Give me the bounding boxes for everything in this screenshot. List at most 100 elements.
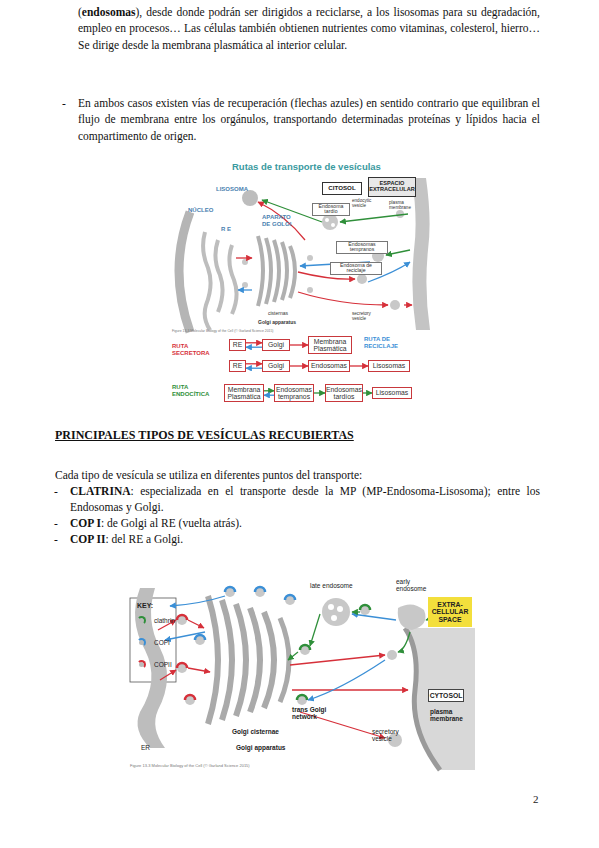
- figure-label: R E: [221, 226, 231, 233]
- section-heading: PRINCIPALES TIPOS DE VESÍCULAS RECUBIERT…: [55, 429, 354, 443]
- box-text: Endosomas tempranos: [275, 386, 313, 400]
- flow-arrow: [314, 392, 325, 393]
- flow-arrow: [246, 347, 262, 348]
- figure-label: Figure 13-3 Molecular Biology of the Cel…: [130, 764, 250, 769]
- flow-arrow: [363, 392, 372, 393]
- process-box: Endosomas tempranos: [274, 384, 314, 402]
- body-text: Cada tipo de vesícula se utiliza en dife…: [55, 469, 362, 481]
- process-box: RE: [229, 360, 246, 372]
- flow-arrow: [264, 395, 274, 396]
- box-text: Golgi: [268, 341, 284, 348]
- bold-term: CLATRINA: [70, 485, 131, 497]
- bullet-paragraph: -COP I: de Golgi al RE (vuelta atrás).: [70, 515, 540, 531]
- process-box: Lisosomas: [372, 387, 412, 399]
- process-box: CYTOSOL: [428, 689, 464, 702]
- process-box: Membrana Plasmática: [308, 336, 352, 354]
- figure-label: RUTA SECRETORA: [172, 343, 212, 357]
- figure-label: ER: [141, 744, 150, 751]
- figure-label: APARATO DE GOLGI: [262, 214, 298, 228]
- body-text: ), desde donde podrán ser dirigidos a re…: [78, 6, 540, 51]
- process-box: Endosoma de reciclaje: [330, 262, 382, 275]
- figure-label: Golgi apparatus: [236, 744, 285, 751]
- figure-label: Golgi apparatus: [258, 320, 296, 326]
- process-box: Endosoma tardío: [312, 203, 350, 216]
- figure-label: LISOSOMA: [216, 186, 248, 193]
- box-text: Endosomas tempranos: [337, 242, 387, 253]
- flow-arrow: [246, 368, 262, 369]
- box-text: CYTOSOL: [430, 692, 463, 699]
- figure-label: RUTA DE RECICLAJE: [364, 336, 404, 350]
- box-text: RE: [233, 362, 242, 369]
- figure-label: secretory vesicle: [372, 728, 404, 743]
- figure-label: early endosome: [396, 578, 428, 593]
- box-text: RE: [233, 341, 242, 348]
- legend-swatch: [137, 616, 146, 625]
- bullet-dash: -: [54, 515, 58, 531]
- legend-swatch: [137, 638, 146, 647]
- figure-label: trans Golgi network: [292, 706, 332, 721]
- bullet-paragraph: -COP II: del RE a Golgi.: [70, 531, 540, 547]
- flow-arrow: [290, 365, 308, 366]
- box-text: Membrana Plasmática: [309, 338, 351, 352]
- box-text: Endosoma tardío: [313, 204, 349, 215]
- legend-swatch: [137, 660, 146, 669]
- box-text: CITOSOL: [328, 185, 355, 192]
- box-text: Endosomas: [311, 362, 347, 369]
- figure-label: endocytic vesicle: [352, 198, 378, 209]
- flow-arrow: [290, 344, 308, 345]
- bullet-paragraph: -En ambos casos existen vías de recupera…: [78, 95, 540, 144]
- legend-text: COPI: [154, 639, 170, 646]
- flow-arrow: [246, 363, 262, 364]
- body-text: : del RE a Golgi.: [105, 533, 183, 545]
- figure-label: cisternas: [268, 311, 288, 317]
- process-box: Lisosomas: [368, 360, 410, 372]
- figure-title: Rutas de transporte de vesículas: [232, 162, 381, 173]
- process-box: ESPACIO EXTRACELULAR: [368, 177, 416, 197]
- body-text: En ambos casos existen vías de recuperac…: [78, 97, 540, 142]
- legend-text: clathrin: [154, 617, 175, 624]
- process-box: Endosomas tempranos: [336, 241, 388, 254]
- bold-term: COP II: [70, 533, 105, 545]
- process-box: Endosomas tardíos: [325, 384, 363, 402]
- figure-label: KEY:: [137, 602, 153, 610]
- figure-label: secretory vesicle: [352, 311, 380, 322]
- body-text: : especializada en el transporte desde l…: [70, 485, 540, 513]
- process-box: Golgi: [262, 339, 290, 351]
- bullet-dash: -: [62, 95, 66, 111]
- box-text: Endosoma de reciclaje: [331, 263, 381, 274]
- box-text: Lisosomas: [376, 389, 409, 396]
- legend-text: COPII: [154, 661, 172, 668]
- figure-label: plasma membrane: [430, 708, 468, 723]
- box-text: Golgi: [268, 362, 284, 369]
- flow-arrow: [264, 390, 274, 391]
- process-box: RE: [229, 339, 246, 351]
- bullet-dash: -: [54, 531, 58, 547]
- paragraph: Cada tipo de vesícula se utiliza en dife…: [55, 467, 545, 483]
- process-box: CITOSOL: [322, 182, 362, 195]
- process-box: Membrana Plasmática: [224, 384, 264, 402]
- body-text: (: [78, 6, 82, 18]
- box-text: ESPACIO EXTRACELULAR: [369, 181, 415, 193]
- process-box: Golgi: [262, 360, 290, 372]
- box-text: Lisosomas: [373, 362, 406, 369]
- body-text: : de Golgi al RE (vuelta atrás).: [101, 517, 242, 529]
- box-text: Endosomas tardíos: [326, 386, 362, 400]
- figure-label: 2: [533, 793, 539, 806]
- figure-label: late endosome: [310, 582, 353, 589]
- bold-term: COP I: [70, 517, 101, 529]
- figure-label: NÚCLEO: [188, 207, 213, 214]
- legend-entry: COPI: [137, 638, 170, 647]
- bullet-dash: -: [54, 483, 58, 499]
- bold-term: endosomas: [82, 6, 136, 18]
- process-box: EXTRA-CELLULAR SPACE: [428, 597, 472, 627]
- paragraph: (endosomas), desde donde podrán ser diri…: [78, 4, 540, 53]
- flow-arrow: [246, 342, 262, 343]
- figure-label: Golgi cisternae: [232, 728, 279, 735]
- legend-entry: COPII: [137, 660, 172, 669]
- bullet-paragraph: -CLATRINA: especializada en el transport…: [70, 483, 540, 516]
- box-text: EXTRA-CELLULAR SPACE: [428, 601, 472, 622]
- figure-label: RUTA ENDOCÍTICA: [172, 384, 212, 398]
